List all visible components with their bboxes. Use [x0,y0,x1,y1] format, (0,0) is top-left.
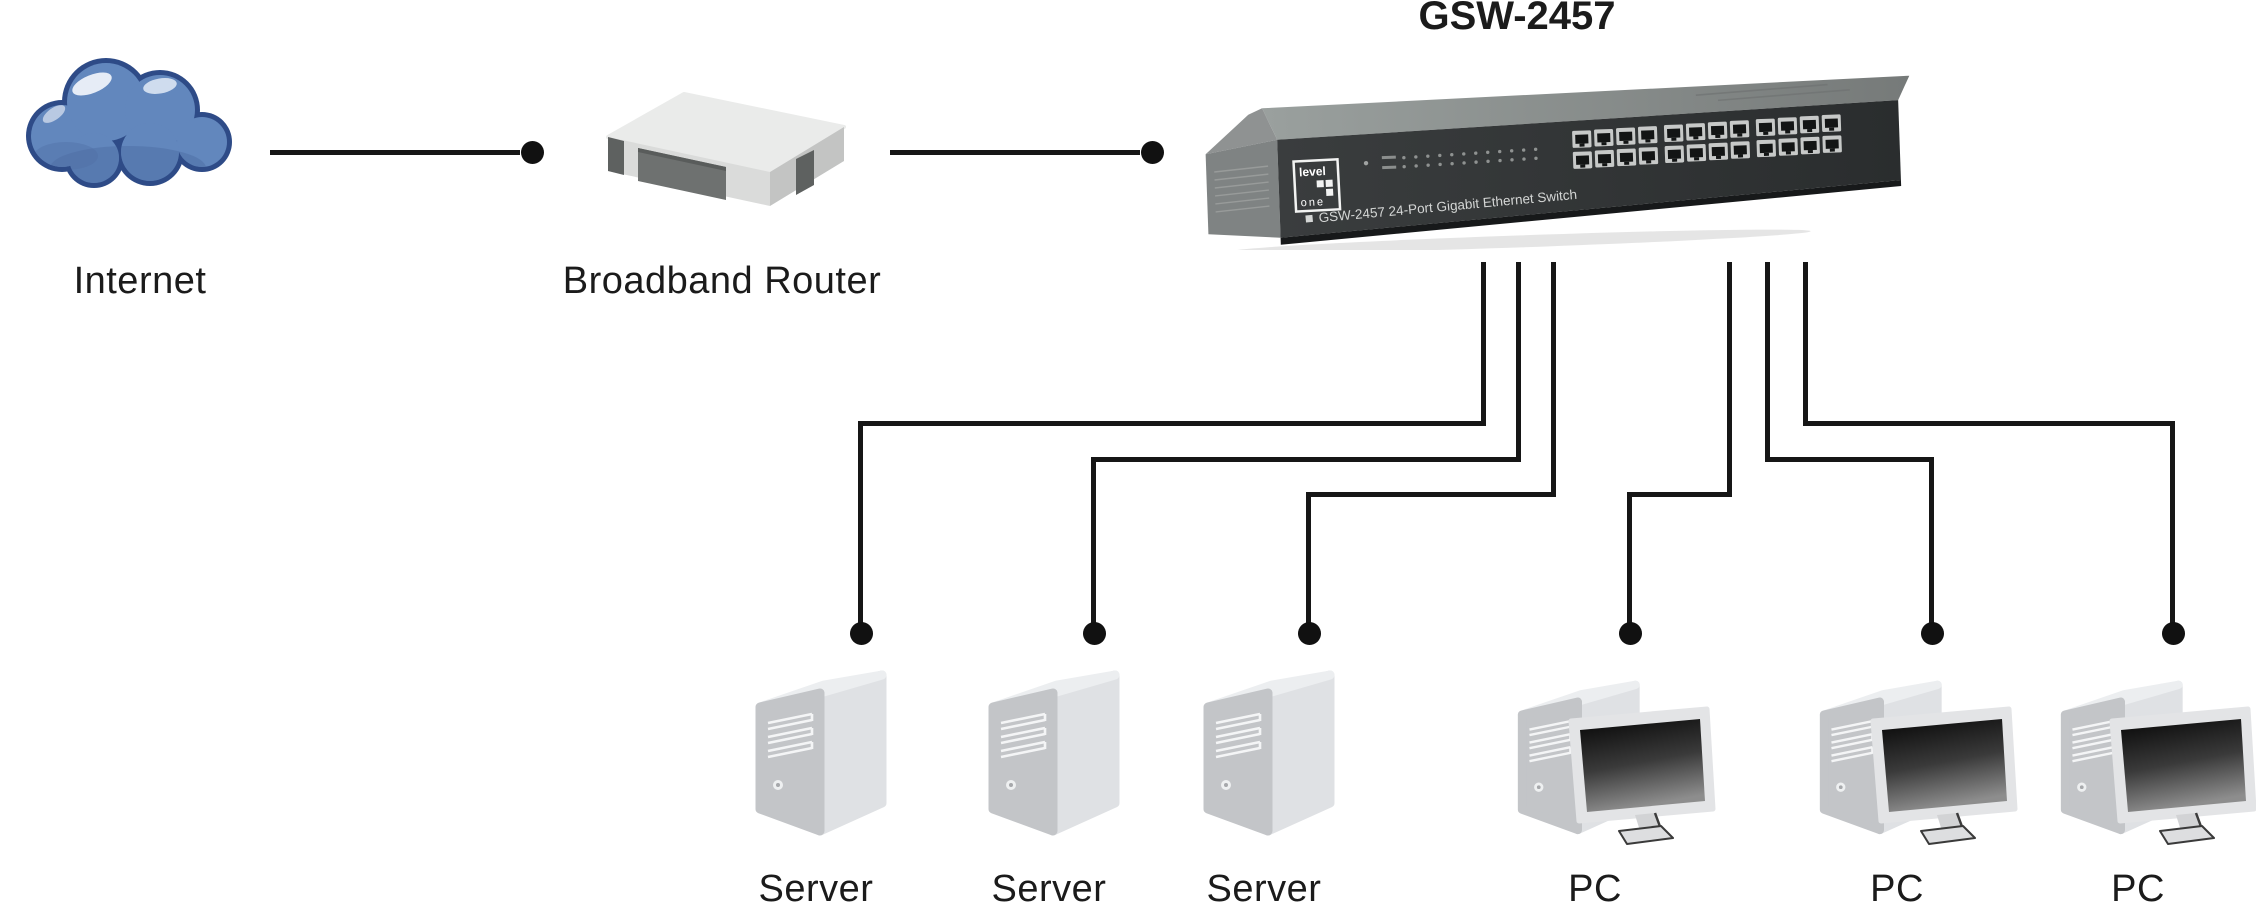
cable-segment [270,150,520,155]
pc-1-icon [1505,645,1717,850]
broadband-router-icon [606,92,846,206]
cable-segment [1306,492,1556,497]
cable-segment [858,421,863,633]
cable-segment [1765,457,1934,462]
switch-ports [1572,114,1842,169]
cable-segment [1627,492,1632,633]
cable-segment [1306,492,1311,633]
server-2-label: Server [991,868,1107,910]
levelone-logo: level one [1292,158,1342,213]
cable-segment [1765,262,1770,462]
server-1-icon [746,645,896,850]
cable-segment [1516,262,1521,462]
cable-segment [1091,457,1521,462]
cable-segment [1481,262,1486,426]
pc-2-icon [1807,645,2019,850]
internet-label: Internet [73,260,207,302]
pc-1-label: PC [1568,868,1622,910]
server-2-icon [979,645,1129,850]
connection-dot [1920,621,1944,645]
switch-icon: level one GSW-2457 24-Port Gigabit Ether… [1205,75,1910,250]
server-3-label: Server [1206,868,1322,910]
pc-3-label: PC [2111,868,2165,910]
cable-segment [2170,421,2175,633]
cable-segment [890,150,1140,155]
switch-leds [1363,147,1538,170]
internet-cloud-icon [26,58,232,188]
connection-dot [1140,140,1164,164]
connection-dot [520,140,544,164]
cable-segment [1627,492,1732,497]
svg-text:level: level [1299,164,1326,179]
server-3-icon [1194,645,1344,850]
connection-dot [1618,621,1642,645]
cable-segment [858,421,1486,426]
pc-3-icon [2048,645,2256,850]
cable-segment [1091,457,1096,633]
svg-text:one: one [1300,196,1325,209]
pc-2-label: PC [1870,868,1924,910]
connection-dot [1082,621,1106,645]
connection-dot [2161,621,2185,645]
cable-segment [1929,457,1934,633]
cable-segment [1803,262,1808,426]
cable-segment [1727,262,1732,497]
switch-title: GSW-2457 [1418,0,1616,38]
server-1-label: Server [758,868,874,910]
connection-dot [1297,621,1321,645]
cable-segment [1803,421,2175,426]
cable-segment [1551,262,1556,497]
router-label: Broadband Router [562,260,882,302]
connection-dot [849,621,873,645]
